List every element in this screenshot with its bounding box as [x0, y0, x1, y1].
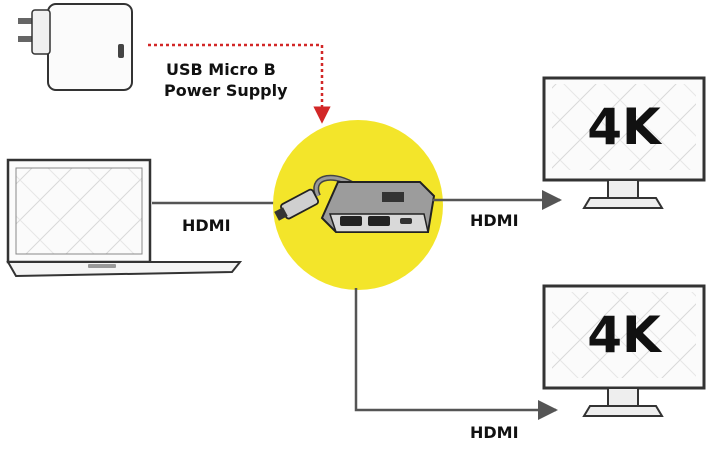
- monitor-top-resolution: 4K: [587, 98, 663, 156]
- monitor-top-stand: [582, 197, 664, 209]
- monitor-bottom-stand: [582, 405, 664, 417]
- hdmi-input-label: HDMI: [182, 216, 231, 235]
- hdmi-plug-tip: [274, 207, 288, 221]
- laptop-trackpad: [88, 264, 116, 268]
- adapter-usb-port: [400, 218, 412, 224]
- hdmi-adapter-device: [274, 174, 436, 233]
- monitor-bottom-screen: [552, 292, 696, 378]
- adapter-port: [118, 44, 124, 58]
- laptop-base: [6, 261, 243, 278]
- adapter-prong: [18, 18, 32, 24]
- power-adapter: [18, 3, 133, 91]
- monitor-bottom: 4K: [542, 284, 706, 417]
- power-label-line1: USB Micro B: [166, 60, 276, 79]
- monitor-top-neck: [607, 179, 639, 199]
- monitor-top: 4K: [542, 76, 706, 209]
- hdmi-output-line-bottom: [354, 288, 558, 420]
- laptop-screen: [15, 167, 143, 255]
- power-label-line2: Power Supply: [164, 81, 288, 100]
- hdmi-output-label-top: HDMI: [470, 211, 519, 230]
- hdmi-output-label-bottom: HDMI: [470, 423, 519, 442]
- monitor-bottom-resolution: 4K: [587, 306, 663, 364]
- monitor-top-screen: [552, 84, 696, 170]
- adapter-logo: [382, 192, 404, 202]
- adapter-prong: [18, 36, 32, 42]
- adapter-side: [31, 9, 51, 55]
- laptop: [6, 158, 243, 278]
- adapter-hdmi-port: [368, 216, 390, 226]
- monitor-bottom-neck: [607, 387, 639, 407]
- power-supply-line: [148, 43, 331, 124]
- adapter-hdmi-port: [340, 216, 362, 226]
